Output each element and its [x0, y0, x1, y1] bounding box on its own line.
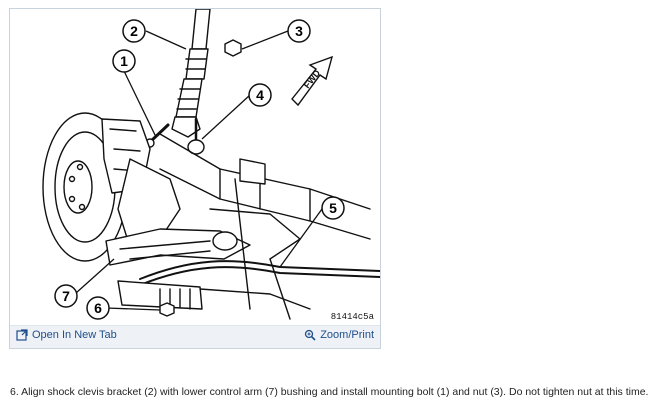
- suspension-illustration: FWD 1 2 3: [42, 9, 380, 320]
- forward-arrow-icon: FWD: [291, 55, 334, 107]
- svg-text:7: 7: [62, 288, 70, 304]
- instruction-step: 6. Align shock clevis bracket (2) with l…: [10, 386, 649, 398]
- svg-text:6: 6: [94, 300, 102, 316]
- svg-text:5: 5: [329, 200, 337, 216]
- new-tab-icon: [16, 329, 28, 341]
- svg-text:4: 4: [256, 87, 264, 103]
- svg-text:2: 2: [130, 23, 138, 39]
- callout-1: 1: [112, 49, 136, 73]
- figure-container: FWD 1 2 3: [9, 8, 381, 349]
- svg-text:1: 1: [120, 53, 128, 69]
- callout-3: 3: [287, 19, 311, 43]
- callout-5: 5: [321, 196, 345, 220]
- callout-4: 4: [248, 83, 272, 107]
- callout-6: 6: [86, 296, 110, 320]
- callout-7: 7: [54, 284, 78, 308]
- figure-toolbar: Open In New Tab Zoom/Print: [10, 325, 380, 348]
- svg-text:3: 3: [295, 23, 303, 39]
- magnifier-icon: [305, 329, 316, 341]
- figure-code: 81414c5a: [330, 312, 374, 322]
- open-in-new-tab-label: Open In New Tab: [32, 329, 117, 341]
- zoom-print-button[interactable]: Zoom/Print: [304, 329, 374, 341]
- zoom-print-label: Zoom/Print: [320, 329, 374, 341]
- callout-2: 2: [122, 19, 146, 43]
- open-in-new-tab-button[interactable]: Open In New Tab: [16, 329, 117, 341]
